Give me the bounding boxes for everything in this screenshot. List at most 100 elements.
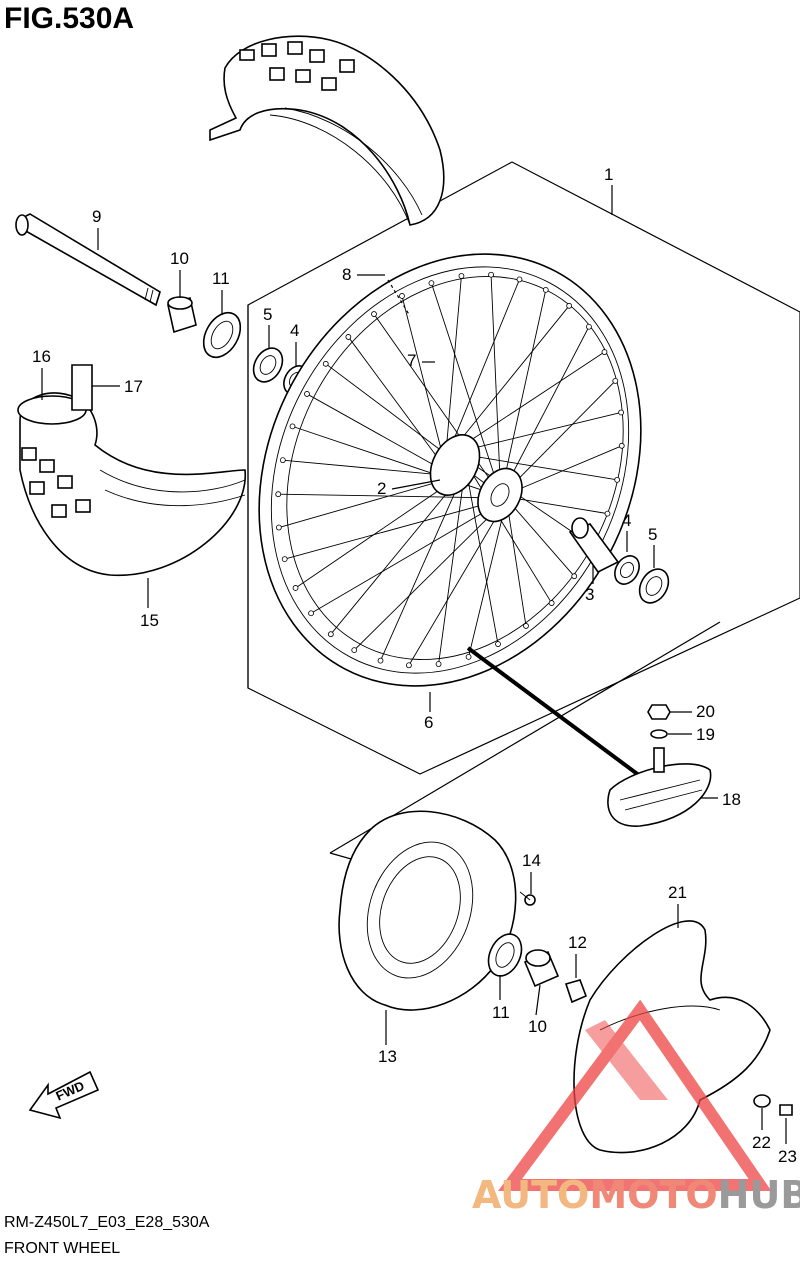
spoke-nipple [465,653,472,660]
spoke-nipple [542,286,549,293]
callout-12: 12 [568,933,587,952]
callout-18: 18 [722,790,741,809]
brake-disc [338,810,517,1011]
spoke [278,478,450,528]
rim-lock [466,646,712,827]
callout-4-left: 4 [290,321,299,340]
disc-bolt [519,891,536,906]
spoke-nipple [488,271,494,278]
lower-hardware [487,933,588,1004]
collar-top [167,296,197,334]
callouts: 1 2 3 4 5 6 7 8 9 10 11 4 5 16 17 15 20 … [32,165,797,1166]
spoke-nipple [289,423,296,430]
callout-20: 20 [696,702,715,721]
spoke [401,295,445,460]
callout-7: 7 [407,351,416,370]
spoke [306,393,444,471]
callout-23: 23 [778,1147,797,1166]
spoke-nipple [604,510,611,517]
callout-16: 16 [32,347,51,366]
callout-5-left: 5 [263,305,272,324]
spoke-nipple [495,641,501,647]
spoke [507,326,590,483]
watermark-text: AUTOMOTOHUB [472,1173,800,1217]
bearing-right [614,555,670,604]
callout-19: 19 [696,725,715,744]
callout-21: 21 [668,883,687,902]
spoke-nipple [566,302,573,309]
spoke [507,507,527,626]
callout-17: 17 [124,377,143,396]
wheel-hub [429,434,523,523]
spoke [380,478,462,661]
spoke [438,475,465,665]
lower-tire [17,364,246,576]
spoke [510,502,575,577]
spoke-nipple [586,323,592,330]
callout-8: 8 [342,265,351,284]
spoke [430,282,497,481]
spoke [456,351,605,450]
spoke [503,289,547,481]
callout-6: 6 [424,713,433,732]
spoke [408,510,501,666]
spoke [468,509,505,657]
spoke [353,509,497,651]
spoke-nipple [351,647,358,654]
fwd-arrow: FWD [28,1070,100,1120]
spoke [511,497,608,515]
spoke [284,502,490,560]
front-axle [15,213,161,307]
watermark-auto: AUTO [472,1173,589,1217]
callout-11: 11 [212,269,230,288]
spoke-nipple [435,661,442,667]
watermark-hub: HUB [718,1173,800,1217]
spoke [448,279,520,452]
spoke [282,459,446,476]
spoke [310,506,493,614]
callout-10-lower: 10 [528,1017,547,1036]
spoke-nipple [571,573,578,580]
callout-15: 15 [140,611,159,630]
spoke [465,470,499,645]
spoke [460,412,622,452]
spoke-nipple [345,334,352,340]
callout-3: 3 [585,585,594,604]
spoke-nipple [406,662,412,669]
spoke-nipple [612,378,619,384]
guard-bolt [779,1104,793,1116]
callout-11-lower: 11 [492,1003,510,1022]
callout-1: 1 [604,165,613,184]
figure-title: FIG.530A [4,2,135,35]
callout-14: 14 [522,851,541,870]
watermark-logo [498,999,772,1191]
callout-9: 9 [92,207,101,226]
spoke-nipple [618,442,625,449]
spoke-nipple [377,657,384,664]
spoke-nipple [279,457,286,464]
spoke-nipple [281,556,288,562]
spoke-nipple [601,349,608,355]
spoke [490,274,501,480]
spoke-nipple [292,585,299,591]
upper-tire [209,35,445,226]
spoke-nipple [548,600,555,606]
spoke-nipple [322,360,329,367]
spoke-nipple [428,280,435,287]
guard-washer [753,1094,771,1108]
disc-guard [573,920,771,1154]
spoke [278,493,489,499]
svg-text:AUTOMOTOHUB: AUTOMOTOHUB [472,1173,800,1217]
figure-code: RM-Z450L7_E03_E28_530A [4,1214,210,1231]
spoke-nipple [304,391,310,397]
spoke-nipple [308,610,314,617]
callout-13: 13 [378,1047,397,1066]
figure-name: FRONT WHEEL [4,1240,121,1257]
callout-10: 10 [170,249,189,268]
spoke-nipple [523,623,529,629]
spoke [347,336,444,466]
spoke [464,454,618,481]
spoke [452,305,570,450]
spoke-nipple [327,631,334,638]
